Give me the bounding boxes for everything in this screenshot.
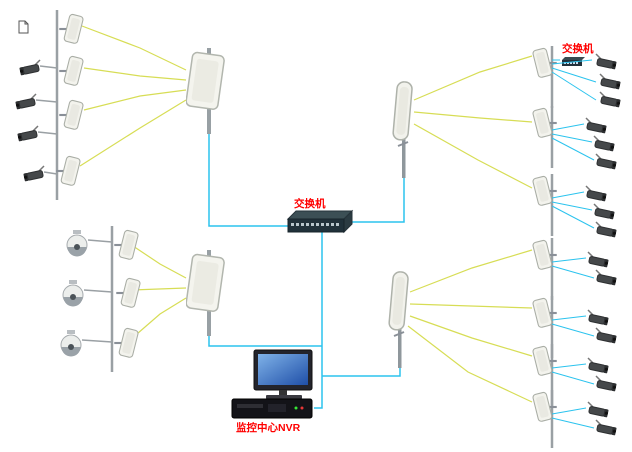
bullet-camera-icon (16, 125, 39, 143)
wireless-links (79, 25, 533, 403)
wired-links (208, 130, 405, 409)
bullet-camera-icon (595, 269, 618, 287)
nvr-label: 监控中心NVR (236, 421, 301, 434)
bullet-camera-icon (593, 203, 616, 221)
bullet-camera-icon (599, 73, 622, 91)
camera-pole-top-left (14, 10, 85, 200)
panel-antenna-icon (55, 154, 82, 188)
bullet-camera-icon (587, 401, 610, 419)
remote-site-1 (531, 46, 622, 109)
bullet-camera-icon (595, 419, 618, 437)
bullet-camera-icon (587, 357, 610, 375)
remote-site-3 (531, 174, 618, 239)
bullet-camera-icon (595, 153, 618, 171)
bullet-camera-icon (14, 93, 37, 111)
bullet-camera-icon (595, 53, 618, 71)
remote-site-4 (531, 238, 618, 300)
panel-antenna-icon (58, 98, 85, 132)
bullet-camera-icon (595, 327, 618, 345)
dome-camera-icon (62, 280, 84, 307)
nvr-device (231, 398, 313, 419)
core-switch (286, 209, 354, 234)
sector-antenna-icon (387, 270, 410, 369)
bullet-camera-icon (587, 251, 610, 269)
dome-camera-icon (66, 230, 88, 257)
bullet-camera-icon (587, 309, 610, 327)
panel-antenna-icon (58, 54, 85, 88)
bullet-camera-icon (595, 221, 618, 239)
core-switch-label: 交换机 (294, 197, 326, 210)
ptz-pole-bottom-left (60, 226, 142, 372)
monitor (253, 349, 313, 399)
panel-antenna-icon (113, 326, 140, 360)
bullet-camera-icon (599, 91, 622, 109)
bullet-camera-icon (585, 117, 608, 135)
page-icon (18, 20, 29, 34)
panel-antenna-icon (113, 228, 140, 262)
sector-antenna-icon (186, 47, 226, 135)
sector-antenna-icon (186, 249, 226, 337)
bullet-camera-icon (585, 185, 608, 203)
remote-site-7 (531, 390, 618, 448)
remote-site-2 (531, 106, 618, 171)
bullet-camera-icon (593, 135, 616, 153)
sector-antenna-icon (391, 80, 414, 179)
panel-antenna-icon (115, 276, 142, 310)
bullet-camera-icon (18, 59, 41, 77)
panel-antenna-icon (58, 12, 85, 46)
bullet-camera-icon (595, 375, 618, 393)
remote-switch-label: 交换机 (562, 42, 594, 55)
bullet-camera-icon (22, 165, 45, 183)
dome-camera-icon (60, 330, 82, 357)
